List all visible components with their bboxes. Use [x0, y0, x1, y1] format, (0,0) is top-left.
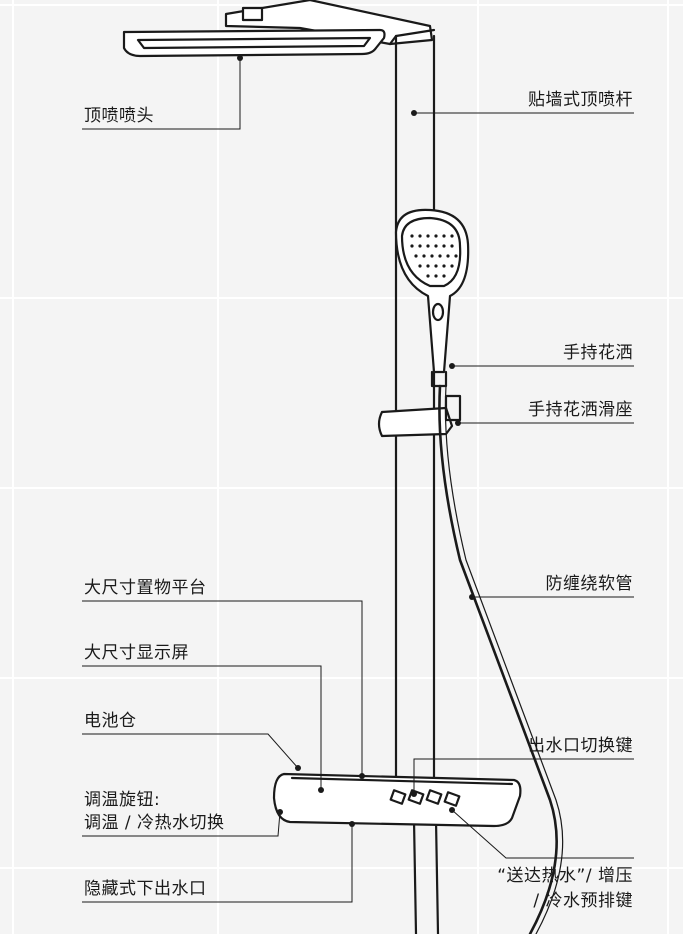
hose: [438, 384, 564, 934]
label-hot-water-1: “送达热水”/ 增压: [497, 866, 633, 886]
label-platform: 大尺寸置物平台: [84, 578, 207, 598]
control-platform: [272, 772, 522, 828]
label-hose: 防缠绕软管: [545, 574, 633, 594]
wall-rod: [388, 28, 436, 784]
label-battery: 电池仓: [84, 711, 137, 731]
leader-lines: [82, 58, 634, 903]
label-display: 大尺寸显示屏: [84, 643, 189, 663]
label-wall-rod: 贴墙式顶喷杆: [528, 90, 633, 110]
label-hand-shower-slider: 手持花洒滑座: [528, 400, 633, 420]
hand-shower: [394, 208, 470, 388]
label-temp-knob-1: 调温旋钮:: [84, 790, 161, 810]
label-hot-water-2: / 冷水预排键: [533, 891, 633, 911]
label-spout: 隐藏式下出水口: [84, 879, 207, 899]
label-overhead-shower-head: 顶喷喷头: [84, 106, 154, 126]
leader-dots: [237, 55, 475, 827]
label-hand-shower: 手持花洒: [563, 343, 633, 363]
overhead-shower-head: [122, 28, 386, 58]
hand-shower-slider: [377, 394, 462, 438]
label-temp-knob-2: 调温 / 冷热水切换: [84, 813, 225, 833]
spout-pipe: [412, 818, 440, 934]
label-outlet-switch: 出水口切换键: [528, 736, 633, 756]
nozzle-dots: [410, 234, 458, 278]
